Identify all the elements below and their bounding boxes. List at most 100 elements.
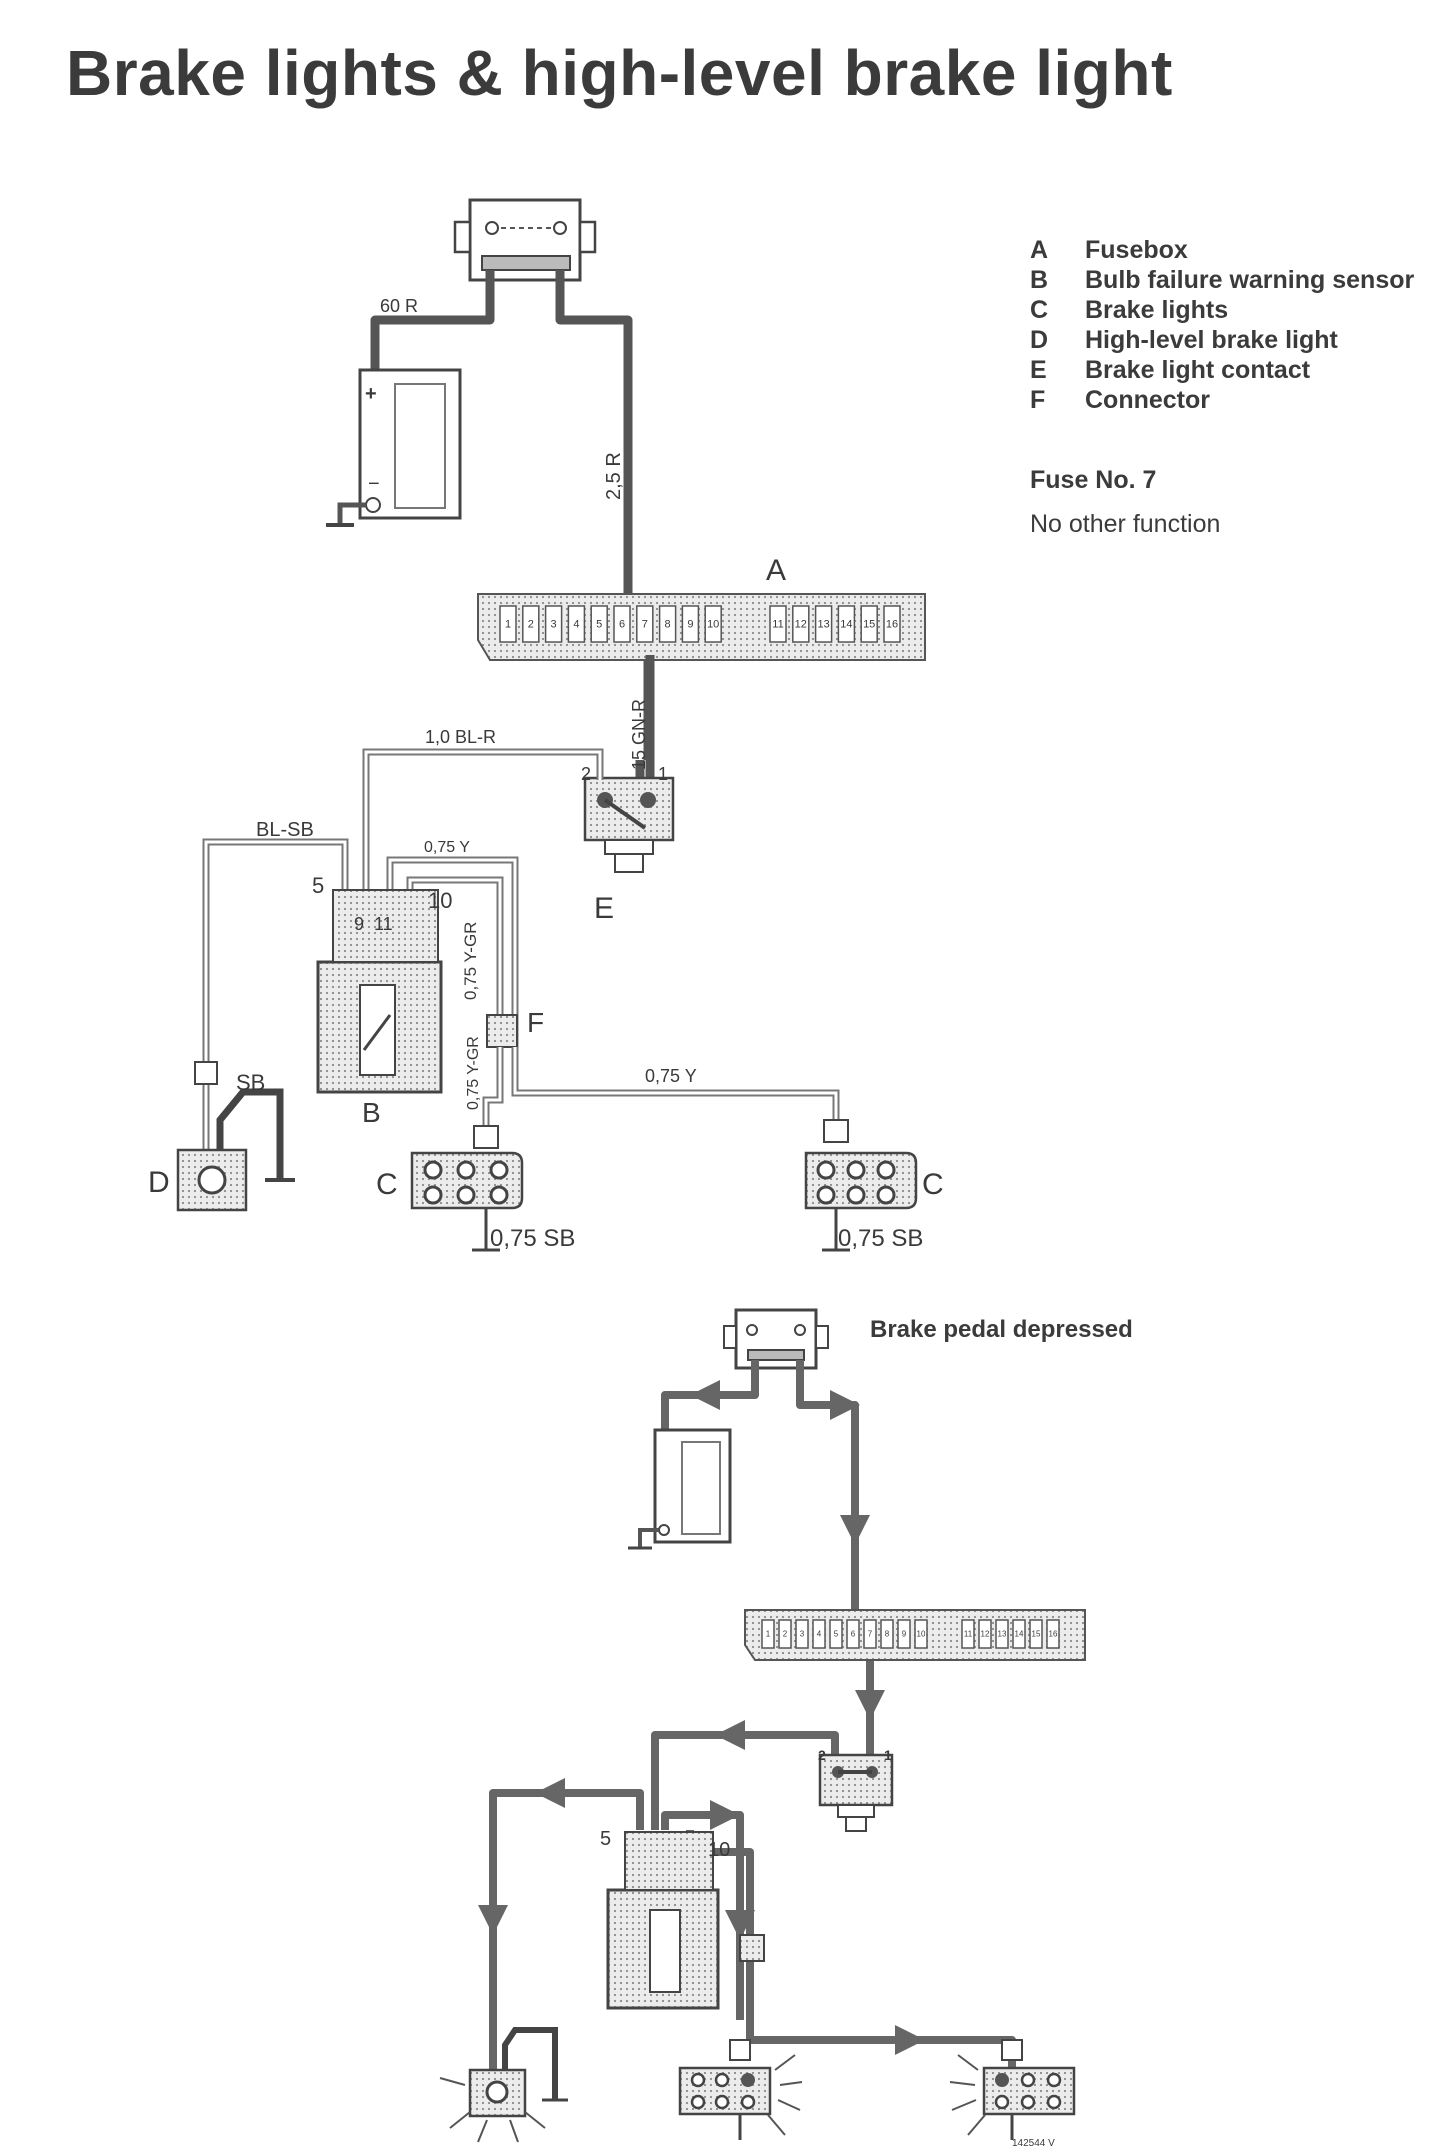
fuse-note: No other function — [1030, 510, 1221, 538]
legend-key: D — [1030, 326, 1049, 354]
legend-key: E — [1030, 356, 1047, 384]
legend-row-b: B Bulb failure warning sensor — [1030, 266, 1414, 296]
fuse-number: 7 — [868, 1630, 873, 1639]
legend-key: B — [1030, 266, 1049, 294]
legend-key: F — [1030, 386, 1046, 414]
pin-label: 5 — [312, 873, 324, 898]
page-title: Brake lights & high-level brake light — [66, 37, 1173, 109]
fuse-slot — [812, 1619, 826, 1649]
fuse-slot — [897, 1619, 911, 1649]
pin-label: 11 — [374, 914, 393, 934]
fuse-number: 5 — [596, 619, 602, 631]
fuse-number: 15 — [863, 619, 875, 631]
high-level-brake-light-d: SB D — [148, 1070, 295, 1212]
fuse-number: 2 — [783, 1630, 788, 1639]
legend-row-c: C Brake lights — [1030, 296, 1414, 326]
battery: + − — [326, 368, 462, 527]
pin-label: 10 — [708, 1839, 730, 1861]
fuse-number: 8 — [885, 1630, 890, 1639]
fuse-slot — [567, 605, 586, 643]
pin-label: 10 — [428, 888, 452, 913]
high-level-brake-light-lit — [439, 2027, 568, 2143]
fuse-slot — [883, 605, 901, 643]
flow-arrows — [478, 1380, 925, 2055]
pin-label: 1 — [658, 764, 668, 784]
fuse-slot — [1029, 1619, 1043, 1649]
legend-label: Brake lights — [1085, 296, 1229, 324]
legend-row-f: F Connector — [1030, 386, 1414, 416]
fuse-title: Fuse No. 7 — [1030, 466, 1157, 494]
wire-label: 0,75 SB — [838, 1225, 923, 1252]
legend-label: Bulb failure warning sensor — [1085, 266, 1415, 294]
fuse-number: 9 — [687, 619, 693, 631]
fuse-slot — [795, 1619, 809, 1649]
fuse-slot — [837, 605, 856, 643]
fuse-number: 14 — [840, 619, 852, 631]
brake-light-c-right-lit — [949, 2039, 1076, 2140]
fuse-number: 8 — [665, 619, 671, 631]
fuse-number: 2 — [528, 619, 534, 631]
fuse-number: 11 — [964, 1630, 973, 1639]
component-letter-b: B — [362, 1097, 381, 1128]
pin-label: 1 — [884, 1747, 892, 1763]
fuse-slot — [860, 605, 878, 643]
fuse-slot — [499, 605, 517, 643]
wire-label: BL-SB — [256, 819, 314, 841]
fuse-slot — [978, 1619, 992, 1649]
fuse-slot — [846, 1619, 860, 1649]
current-path — [489, 1360, 1016, 2070]
wire-label: 60 R — [380, 296, 418, 316]
fuse-slot — [829, 1619, 843, 1649]
wire-label: 15 GN-R — [629, 699, 649, 770]
fuse-slot — [778, 1619, 792, 1649]
fuse-slot — [613, 605, 631, 643]
fuse-number: 5 — [834, 1630, 839, 1639]
legend-label: Brake light contact — [1085, 356, 1311, 384]
fuse-number: 3 — [800, 1630, 805, 1639]
fuse-number: 14 — [1015, 1630, 1024, 1639]
legend-label: Connector — [1085, 386, 1210, 414]
wire-label: 0,75 SB — [490, 1225, 575, 1252]
component-letter-a: A — [766, 554, 786, 587]
pin-label: 2 — [581, 764, 591, 784]
wire-label: 0,75 Y — [424, 839, 470, 856]
fuse-number: 16 — [886, 619, 898, 631]
fuse-number: 9 — [902, 1630, 907, 1639]
brake-light-c-left: 0,75 SB C — [376, 1125, 575, 1252]
wire-label: 0,75 Y-GR — [465, 1036, 482, 1110]
component-letter-c-left: C — [376, 1168, 398, 1201]
wire-label: 0,75 Y — [645, 1066, 697, 1086]
legend-key: C — [1030, 296, 1049, 324]
fuse-slot — [769, 605, 787, 643]
legend-key: A — [1030, 236, 1049, 264]
fuse-number: 3 — [551, 619, 557, 631]
component-letter-f: F — [527, 1007, 544, 1038]
fuse-number: 15 — [1032, 1630, 1041, 1639]
fuse-slot — [995, 1619, 1009, 1649]
fuse-number: 12 — [981, 1630, 990, 1639]
fuse-slot — [792, 605, 810, 643]
fuse-number: 6 — [851, 1630, 856, 1639]
battery-plus: + — [365, 383, 377, 405]
fuse-slot — [590, 605, 608, 643]
component-letter-e: E — [594, 892, 614, 925]
pin-label: 5 — [600, 1828, 611, 1850]
brake-pedal-state-label: Brake pedal depressed — [870, 1316, 1133, 1343]
fuse-slot — [863, 1619, 877, 1649]
fuse-slot — [1012, 1619, 1026, 1649]
fuse-slot — [544, 605, 563, 643]
fuse-slot — [636, 605, 654, 643]
wire-label: 0,75 Y-GR — [461, 922, 480, 1000]
fuse-number: 11 — [772, 619, 783, 631]
fuse-number: 13 — [817, 619, 829, 631]
connector-f: F — [486, 1007, 544, 1048]
figure-code: 142544 V — [1012, 2138, 1055, 2149]
pin-label: 9 — [354, 914, 364, 934]
